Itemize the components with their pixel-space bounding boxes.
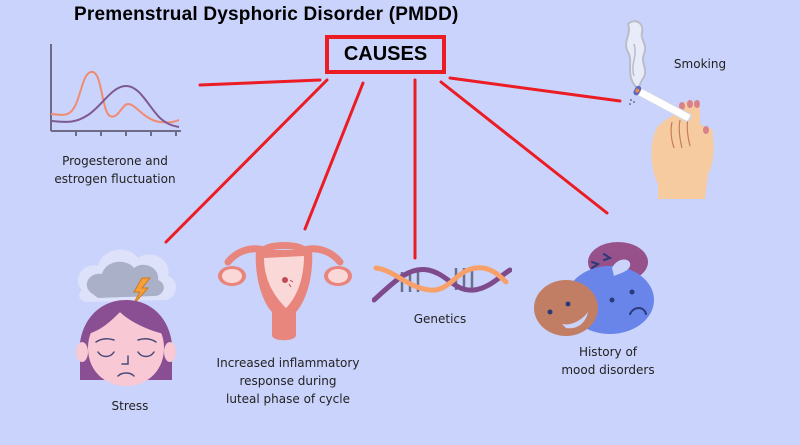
mood-faces-icon [534, 242, 654, 336]
hormones-label: Progesterone and estrogen fluctuation [40, 152, 190, 188]
hormones-label-line: estrogen fluctuation [54, 172, 176, 186]
mood-label-line: History of [578, 345, 638, 359]
connector-smoking [448, 76, 622, 103]
inflammation-label-line: luteal phase of cycle [226, 392, 350, 406]
dna-icon [372, 265, 512, 303]
mood-label: History of mood disorders [548, 343, 668, 379]
mood-label-line: mood disorders [561, 363, 655, 377]
hormones-label-line: Progesterone and [62, 154, 168, 168]
hormone-chart-icon [50, 44, 181, 136]
connector-stress [164, 78, 329, 244]
stressed-face-icon [76, 249, 176, 386]
page-title: Premenstrual Dysphoric Disorder (PMDD) [74, 4, 459, 25]
causes-label: CAUSES [343, 43, 428, 65]
smoking-hand-icon [625, 20, 714, 199]
smoking-label: Smoking [673, 57, 727, 71]
inflammation-label-line: response during [239, 374, 337, 388]
connector-hormones [198, 78, 322, 87]
inflammation-label: Increased inflammatory response during l… [198, 354, 378, 408]
connector-mood [439, 80, 609, 215]
connector-inflammation [303, 81, 365, 231]
causes-box: CAUSES [325, 35, 446, 74]
uterus-icon [218, 242, 352, 341]
inflammation-label-line: Increased inflammatory [216, 356, 360, 370]
genetics-label: Genetics [413, 312, 467, 326]
stress-label: Stress [111, 399, 149, 413]
